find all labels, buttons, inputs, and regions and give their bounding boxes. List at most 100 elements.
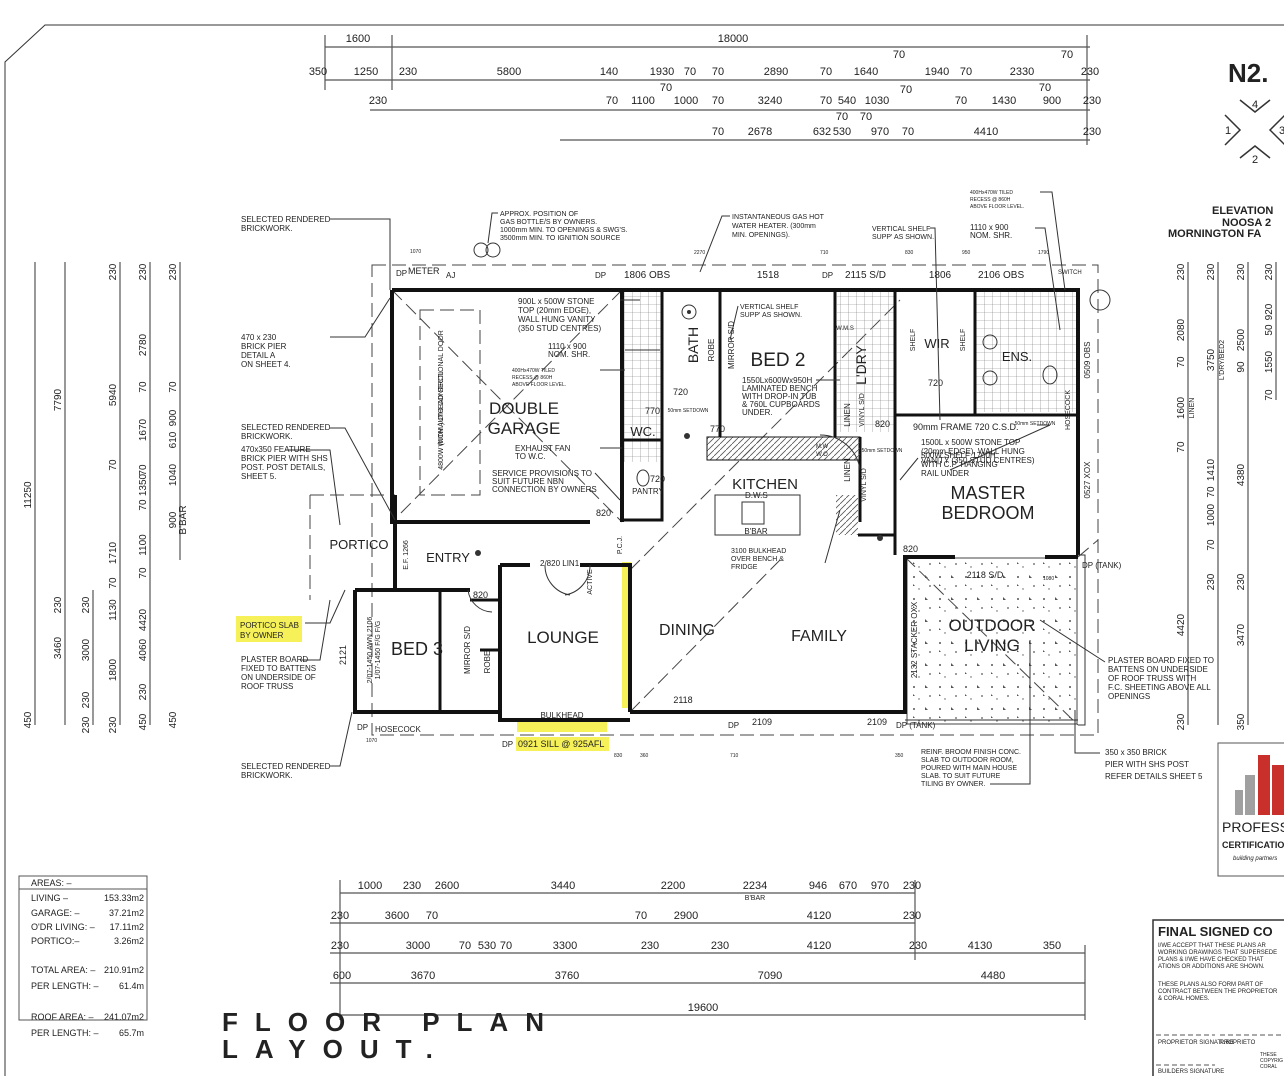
dimension-label: 70 xyxy=(1206,486,1217,498)
dimension-label: 4420 xyxy=(1176,613,1187,636)
vanity-ens-note-line: VANITY (350 STUD CENTRES) xyxy=(921,456,1035,465)
room-label-family: FAMILY xyxy=(791,628,847,645)
dimension-label: 970 xyxy=(871,880,889,892)
plan-label-dp-meter: DP xyxy=(396,269,407,278)
dimension-label: 3440 xyxy=(551,880,575,892)
dimension-label: 4480 xyxy=(981,970,1005,982)
dimension-label: 2600 xyxy=(435,880,459,892)
area-label: ROOF AREA: – xyxy=(31,1012,94,1022)
plan-label-wms: W.M.S xyxy=(836,326,854,332)
elevation-marker: 4 xyxy=(1252,99,1258,111)
plan-label-sm-710b: 710 xyxy=(730,753,739,759)
dimension-label: 70 xyxy=(108,459,119,471)
shower-ens-note-line: 1110 x 900 xyxy=(970,223,1009,232)
dimension-label: 3300 xyxy=(553,940,577,952)
plan-label-bulkhead: BULKHEAD xyxy=(540,711,583,720)
area-label: TOTAL AREA: – xyxy=(31,965,95,975)
dimension-label: 610 xyxy=(168,431,179,448)
dimension-label: 632 xyxy=(813,126,831,138)
dimension-label: 2330 xyxy=(1010,66,1034,78)
outdoor-slab-note-line: TILING BY OWNER. xyxy=(921,781,985,788)
dimension-label: 1430 xyxy=(992,95,1016,107)
plan-label-dws: D.W.S xyxy=(745,491,768,500)
plan-label-sm-1790: 1790 xyxy=(1038,250,1049,256)
dimension-label: 7090 xyxy=(758,970,782,982)
dimension-label: 1250 xyxy=(354,66,378,78)
plan-label-dp-tank-b: DP (TANK) xyxy=(896,721,936,730)
plan-label-sm-1080: 1080 xyxy=(1043,576,1054,582)
plan-label-meter: METER xyxy=(408,266,440,276)
plan-label-w-2115: 2115 S/D xyxy=(845,270,886,281)
plan-label-sm-1070b: 1070 xyxy=(366,738,377,744)
dimension-label: 230 xyxy=(711,940,729,952)
plan-label-linen2: LINEN xyxy=(843,458,852,482)
hot-water-note-line: INSTANTANEOUS GAS HOT xyxy=(732,214,825,221)
plan-label-setdown3: 50mm SETDOWN xyxy=(1015,421,1056,427)
plan-label-stacker: 2132 STACKER OXX xyxy=(910,601,919,678)
plaster-left-note-line: ON UNDERSIDE OF xyxy=(241,673,316,682)
dimension-label: 230 xyxy=(81,691,92,708)
dimension-label: 1940 xyxy=(925,66,949,78)
dimension-label: 230 xyxy=(138,683,149,700)
dimension-label: 1600 xyxy=(346,33,370,45)
plan-label-setdown1: 50mm SETDOWN xyxy=(668,408,709,414)
recess-bath-note-line: RECESS @ 860H xyxy=(512,375,553,381)
plan-label-pcj: P.C.J. xyxy=(617,536,624,554)
dimension-label: 70 xyxy=(860,111,872,123)
area-label: LIVING – xyxy=(31,893,68,903)
dimension-label: 1000 xyxy=(1206,503,1217,526)
room-label-outdoor: LIVING xyxy=(964,636,1020,655)
para1-note-line: PLANS & I/WE HAVE CHECKED THAT xyxy=(1158,957,1264,963)
drawing-title: FLOOR PLAN xyxy=(222,1007,561,1037)
plan-label-active: ACTIVE xyxy=(587,569,594,595)
plan-label-dp-b1: DP xyxy=(728,721,739,730)
plaster-left-note-line: PLASTER BOARD xyxy=(241,655,308,664)
dimension-label: 70 xyxy=(426,910,438,922)
dimension-label: 70 xyxy=(712,95,724,107)
dimension-label: 70 xyxy=(712,126,724,138)
dimension-label: 2500 xyxy=(1236,328,1247,351)
feature-pier-note-line: 470x350 FEATURE xyxy=(241,445,311,454)
dimension-label: 920 xyxy=(1264,303,1275,320)
dimension-label: 4410 xyxy=(974,126,998,138)
plan-label-d720c: 720 xyxy=(673,387,688,397)
area-value: 241.07m2 xyxy=(104,1012,144,1022)
plan-label-vinyl2: VINYL S/D xyxy=(861,468,868,502)
dimension-label: 70 xyxy=(820,66,832,78)
plan-label-setdown2: 50mm SETDOWN xyxy=(862,448,903,454)
dimension-label: 4120 xyxy=(807,910,831,922)
dimension-label: 70 xyxy=(712,66,724,78)
copyright-note-line: CORAL xyxy=(1260,1064,1277,1070)
para2-note-line: & CORAL HOMES. xyxy=(1158,996,1210,1002)
para1-note-line: WORKING DRAWINGS THAT SUPERSEDE xyxy=(1158,950,1277,956)
portico-slab-note-line: BY OWNER xyxy=(240,631,284,640)
dimension-label: 50 xyxy=(1264,324,1275,336)
plan-label-sm-830b: 830 xyxy=(614,753,623,759)
room-label-pantry: PANTRY xyxy=(632,487,664,496)
area-value: 153.33m2 xyxy=(104,893,144,903)
plan-label-d720a: 720 xyxy=(650,474,665,484)
tiled-areas xyxy=(624,292,1076,535)
sheet-code: N2. xyxy=(1228,58,1268,88)
dimension-label: 70 xyxy=(684,66,696,78)
walls xyxy=(353,288,1086,726)
dimension-label: 70 xyxy=(108,577,119,589)
room-label-bath: BATH xyxy=(685,327,701,363)
room-label-master: MASTER xyxy=(950,483,1025,503)
room-label-master: BEDROOM xyxy=(941,503,1034,523)
vanity-bath-note-line: 900L x 500W STONE xyxy=(518,297,594,306)
dimension-label: 230 xyxy=(168,263,179,280)
shower-bath-note-line: 1110 x 900 xyxy=(548,342,587,351)
hot-water-note-line: WATER HEATER. (300mm xyxy=(732,223,816,230)
area-value: 37.21m2 xyxy=(109,908,144,918)
dimension-label: 230 xyxy=(1236,573,1247,590)
dimension-label: 450 xyxy=(168,711,179,728)
portico-slab-note-line: PORTICO SLAB xyxy=(240,621,299,630)
dimension-label: 900 xyxy=(1043,95,1061,107)
dimension-label: 230 xyxy=(903,910,921,922)
plan-label-mirror-bed2: MIRROR S/D xyxy=(727,321,736,369)
outdoor-slab-note-line: SLAB. TO SUIT FUTURE xyxy=(921,773,1001,780)
gas-bottle-note-line: GAS BOTTLE/S BY OWNERS. xyxy=(500,219,597,226)
plaster-right-note-line: BATTENS ON UNDERSIDE xyxy=(1108,665,1208,674)
dimension-label: 230 xyxy=(641,940,659,952)
